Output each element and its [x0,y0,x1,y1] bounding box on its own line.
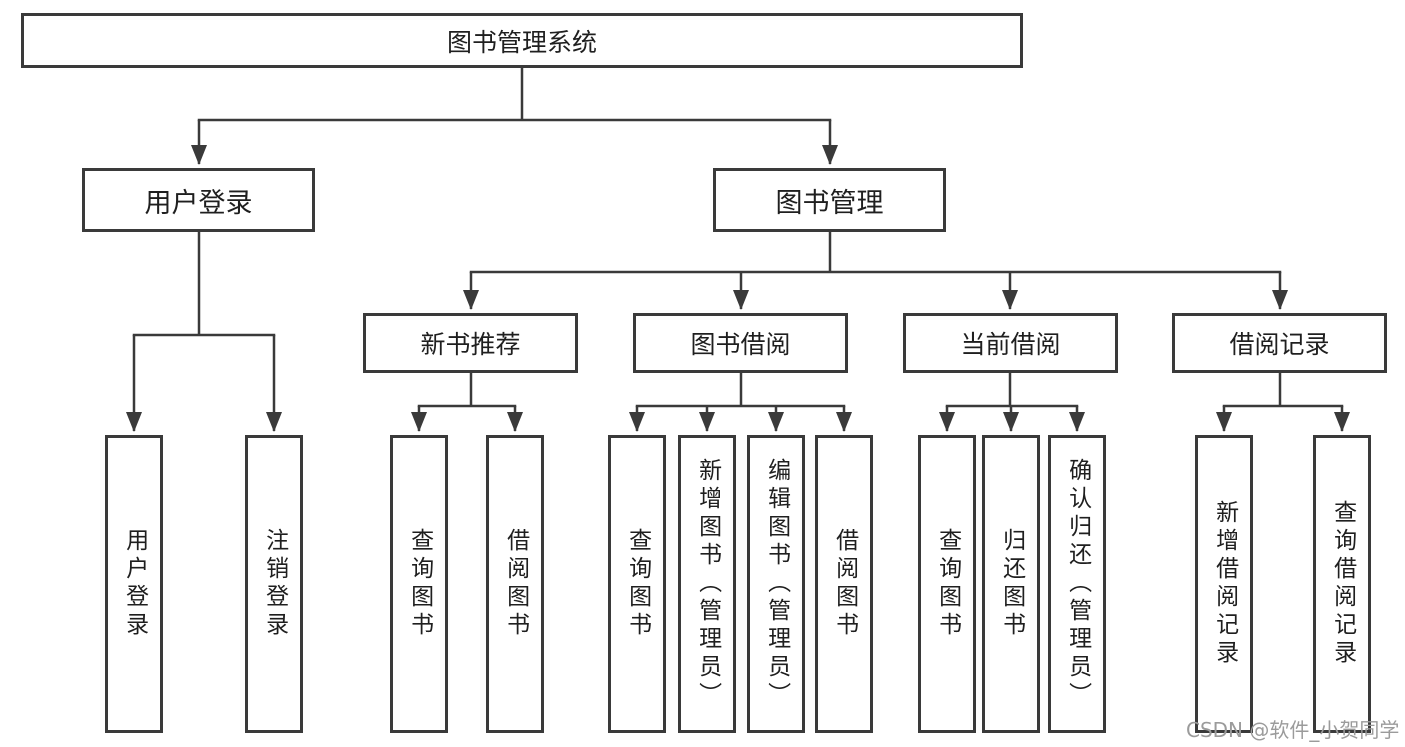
leaf-add-borrow-record: 新增借阅记录 [1195,435,1253,733]
leaf-logout: 注销登录 [245,435,303,733]
leaf-borrow-books: 借阅图书 [815,435,873,733]
node-borrowing-records: 借阅记录 [1172,313,1387,373]
leaf-confirm-return-admin: 确认归还（管理员） [1048,435,1106,733]
node-book-borrowing: 图书借阅 [633,313,848,373]
leaf-edit-books-admin: 编辑图书（管理员） [747,435,805,733]
leaf-return-books: 归还图书 [982,435,1040,733]
leaf-query-books-borrowing: 查询图书 [608,435,666,733]
node-new-book-recommendation: 新书推荐 [363,313,578,373]
leaf-borrow-books-recommend: 借阅图书 [486,435,544,733]
leaf-query-borrow-record: 查询借阅记录 [1313,435,1371,733]
node-user-login: 用户登录 [82,168,315,232]
node-library-management-system: 图书管理系统 [21,13,1023,68]
leaf-query-books-recommend: 查询图书 [390,435,448,733]
leaf-add-books-admin: 新增图书（管理员） [678,435,736,733]
node-current-borrowing: 当前借阅 [903,313,1118,373]
leaf-query-books-current: 查询图书 [918,435,976,733]
leaf-user-login: 用户登录 [105,435,163,733]
node-book-management: 图书管理 [713,168,946,232]
csdn-watermark: CSDN @软件_小贺同学 [1186,718,1400,742]
